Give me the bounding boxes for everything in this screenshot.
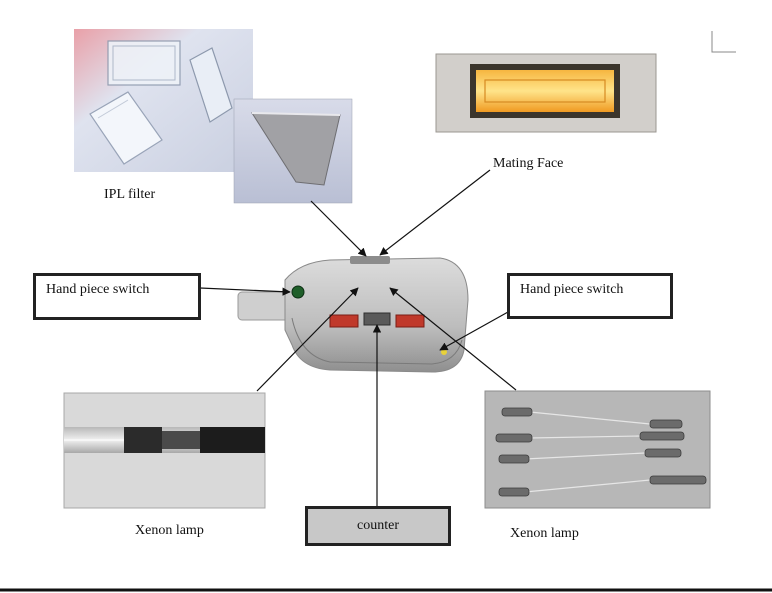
arrow-mating-face [379, 169, 491, 256]
hand-piece-switch-right-box: Hand piece switch [507, 273, 673, 319]
hand-piece-switch-left-box: Hand piece switch [33, 273, 201, 320]
arrow-xenon-left [256, 287, 359, 392]
xenon-lamp-photo-right [484, 390, 711, 509]
xenon-lamp-right-label: Xenon lamp [510, 526, 579, 541]
arrow-hand-switch-left [199, 287, 291, 296]
xenon-lamp-photo-left [63, 392, 266, 509]
mating-face-photo [435, 53, 657, 133]
mating-face-label: Mating Face [493, 156, 564, 171]
page-corner-mark [711, 31, 736, 53]
counter-box: counter [305, 506, 451, 546]
ipl-filter-wedge-photo [233, 98, 353, 204]
arrow-ipl-filter [310, 200, 367, 257]
ipl-filter-label: IPL filter [104, 187, 156, 202]
handpiece-photo [237, 256, 469, 373]
arrow-hand-switch-right [439, 311, 509, 351]
arrow-xenon-right [389, 287, 517, 391]
connector-lines [199, 169, 517, 508]
xenon-lamp-left-label: Xenon lamp [135, 523, 204, 538]
ipl-filter-photo [74, 29, 253, 172]
